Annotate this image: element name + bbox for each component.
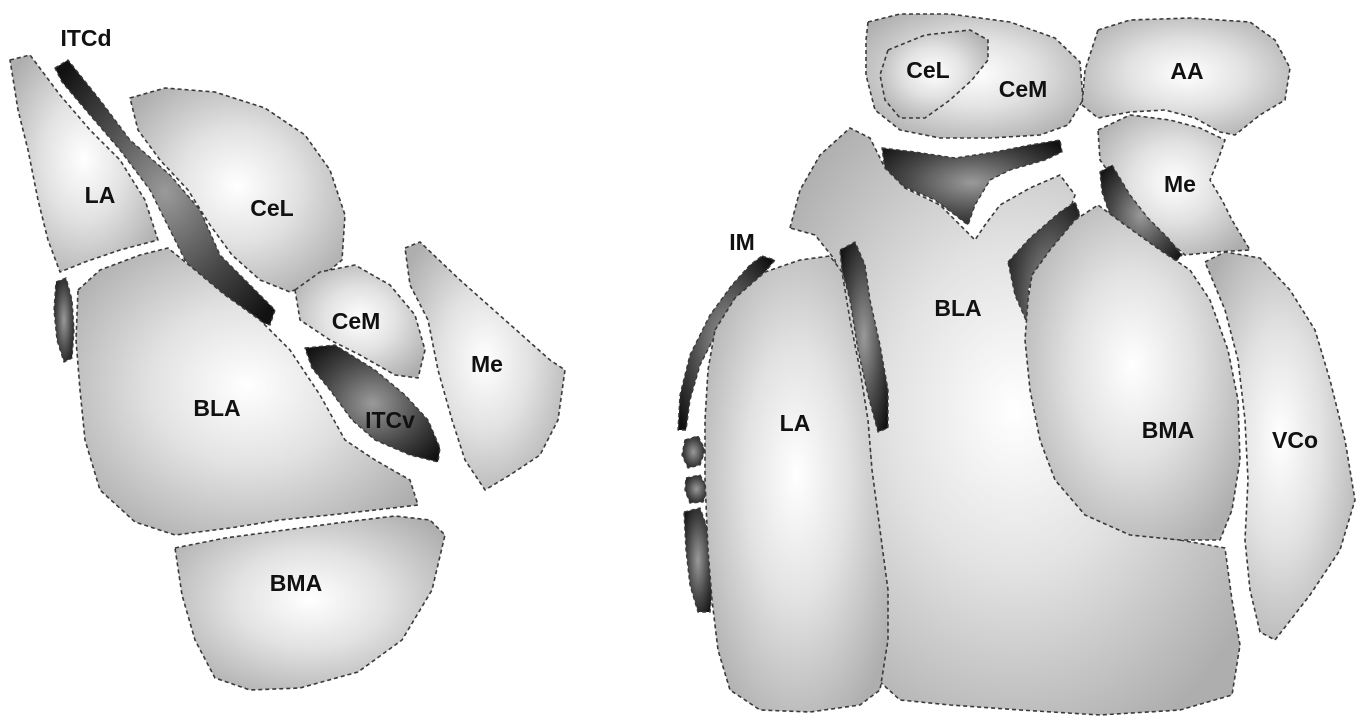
- left-me-label: Me: [471, 351, 503, 377]
- right-section: CeL CeM AA Me IM BLA LA BMA VCo: [678, 14, 1355, 715]
- left-la-label: LA: [85, 182, 116, 208]
- left-cem-label: CeM: [332, 308, 381, 334]
- right-me-label: Me: [1164, 171, 1196, 197]
- right-aa-label: AA: [1170, 58, 1203, 84]
- left-itcd-label: ITCd: [60, 25, 111, 51]
- left-cel-label: CeL: [250, 195, 293, 221]
- right-la-label: LA: [780, 410, 811, 436]
- right-vco-label: VCo: [1272, 427, 1318, 453]
- left-bla-label: BLA: [193, 395, 240, 421]
- left-small-cluster: [54, 278, 74, 362]
- left-itcv-label: ITCv: [365, 407, 415, 433]
- right-bma-label: BMA: [1142, 417, 1194, 443]
- right-cel-label: CeL: [906, 57, 949, 83]
- right-cem-label: CeM: [999, 76, 1048, 102]
- right-im-cluster-2: [682, 436, 705, 468]
- right-im-label: IM: [729, 229, 755, 255]
- left-section: ITCd LA CeL CeM Me BLA ITCv BMA: [10, 25, 565, 690]
- left-bma-region: [175, 516, 445, 690]
- left-bma-label: BMA: [270, 570, 322, 596]
- right-bla-label: BLA: [934, 295, 981, 321]
